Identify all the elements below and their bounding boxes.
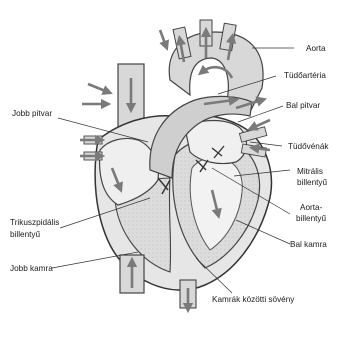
label-tudoartia: Tüdőartéria: [284, 71, 326, 80]
label-mitralis-1: Mitrális: [297, 167, 323, 176]
label-bal-kamra: Bal kamra: [290, 240, 327, 249]
label-trikuszpidalis-1: Trikuszpidális: [10, 218, 59, 227]
label-kamrak-kozotti-sovenye: Kamrák közötti sövény: [212, 295, 295, 304]
label-jobb-pitvar: Jobb pitvar: [12, 109, 52, 118]
label-mitralis-2: billentyű: [297, 178, 327, 187]
label-tudovenak: Tüdővénák: [288, 142, 329, 151]
label-aorta: Aorta: [306, 44, 326, 53]
label-aorta-billentyu-1: Aorta-: [300, 203, 323, 212]
label-aorta-billentyu-2: billentyű: [296, 214, 326, 223]
label-trikuszpidalis-2: billentyű: [10, 230, 40, 239]
label-bal-pitvar: Bal pitvar: [286, 101, 320, 110]
label-jobb-kamra: Jobb kamra: [10, 264, 53, 273]
